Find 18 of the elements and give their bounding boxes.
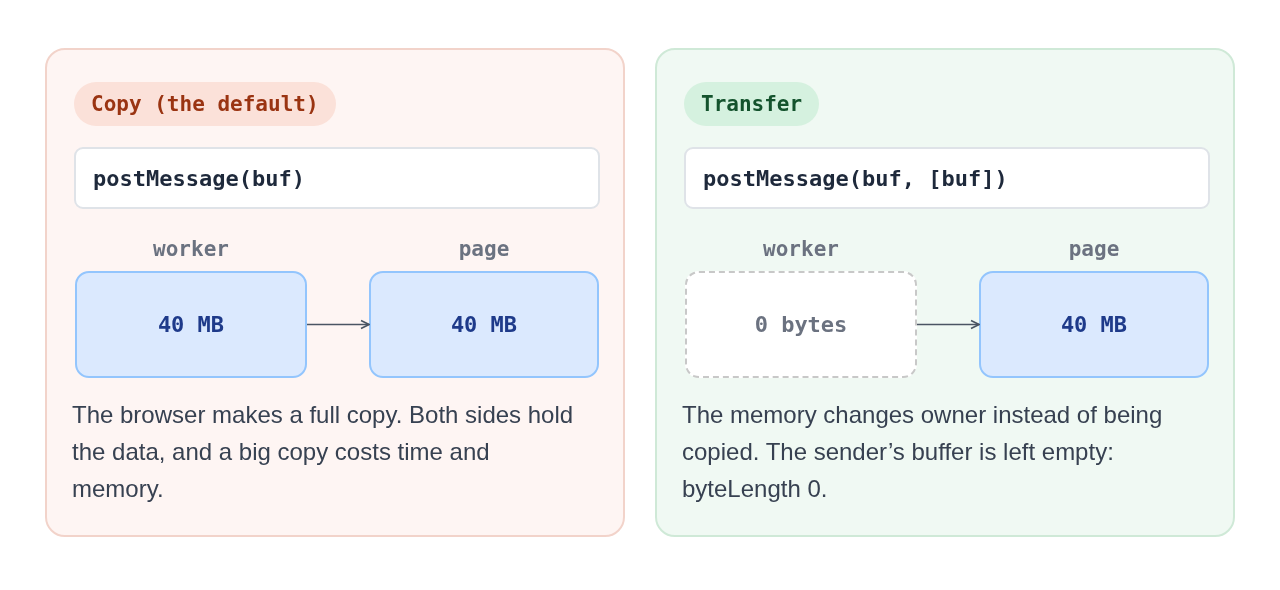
column-label: page <box>458 236 510 263</box>
code-snippet: postMessage(buf) <box>74 147 600 209</box>
mode-tag: Copy (the default) <box>74 82 336 126</box>
memory-block: 40 MB <box>75 271 307 378</box>
column-label: worker <box>763 236 839 263</box>
arrow <box>306 319 370 330</box>
column-label: page <box>1068 236 1120 263</box>
arrow <box>916 319 980 330</box>
panel-card <box>655 48 1235 537</box>
memory-block: 40 MB <box>369 271 599 378</box>
panel-card <box>45 48 625 537</box>
description-text: The browser makes a full copy. Both sides hold the data, and a big copy costs time and memory. <box>72 400 575 504</box>
mode-tag: Transfer <box>684 82 820 126</box>
empty-memory-block: 0 bytes <box>685 271 917 378</box>
column-label: worker <box>153 236 229 263</box>
description-text: The memory changes owner instead of being copied. The sender’s buffer is left empty: byteLength 0. <box>682 400 1164 504</box>
memory-block: 40 MB <box>979 271 1209 378</box>
code-snippet: postMessage(buf, [buf]) <box>684 147 1210 209</box>
